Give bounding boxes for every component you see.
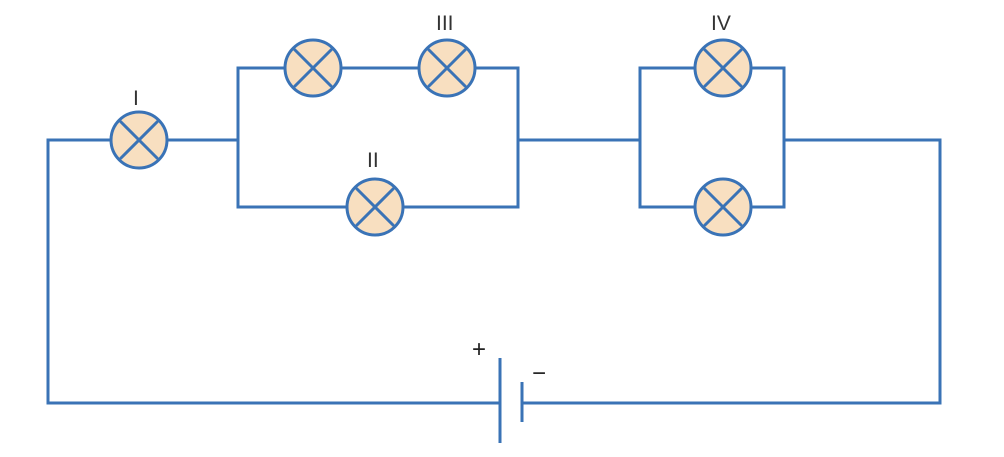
bulb-label-ii: II — [367, 149, 379, 172]
lamp-symbol-icon — [693, 38, 753, 98]
battery-plus-sign: + — [472, 336, 487, 363]
bulb-label-iii: III — [436, 12, 454, 35]
wire-left-side — [46, 138, 502, 405]
battery-minus-sign: − — [532, 360, 547, 387]
bulb-label-i: I — [133, 87, 139, 110]
lamp-symbol-icon — [417, 38, 477, 98]
wire-right-side — [520, 138, 942, 405]
bulb-label-iv: IV — [711, 12, 731, 35]
lamp-symbol-icon — [283, 38, 343, 98]
lamp-symbol-icon — [693, 177, 753, 237]
lamp-symbol-icon — [109, 110, 169, 170]
lamp-symbol-icon — [345, 177, 405, 237]
